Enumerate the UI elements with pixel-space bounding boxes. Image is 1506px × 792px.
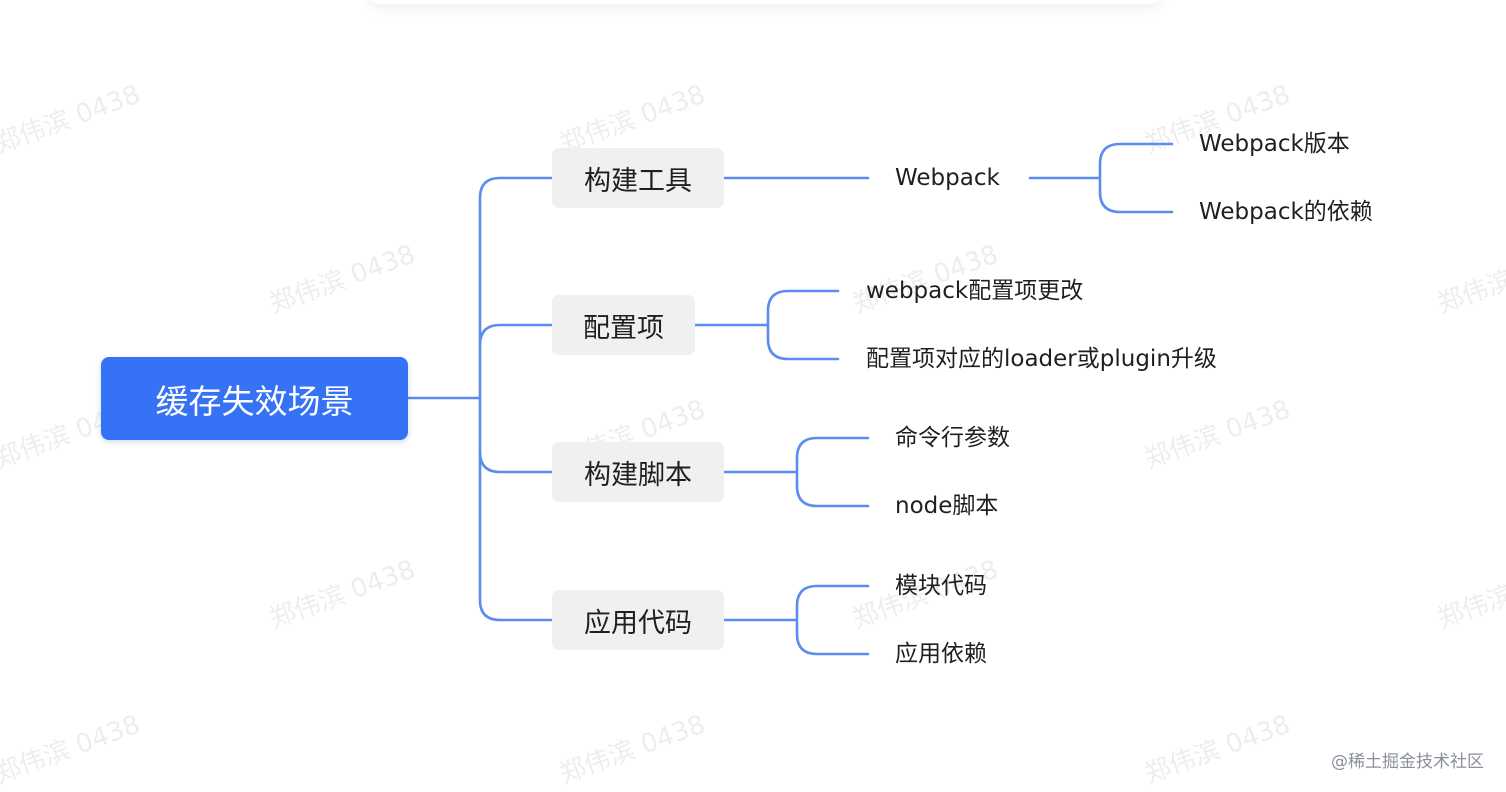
top-toolbar-edge [370, 0, 1160, 4]
branch-node-build-script[interactable]: 构建脚本 [552, 442, 724, 502]
connector-config-children [693, 289, 840, 361]
leaf-node-webpack-version[interactable]: Webpack版本 [1199, 131, 1350, 157]
leaf-node-app-deps[interactable]: 应用依赖 [895, 641, 987, 667]
connector-webpack-children [1028, 142, 1174, 214]
leaf-node-webpack[interactable]: Webpack [895, 165, 1000, 191]
branch-node-app-code[interactable]: 应用代码 [552, 590, 724, 650]
leaf-node-node-script[interactable]: node脚本 [895, 493, 999, 519]
leaf-node-webpack-config-change[interactable]: webpack配置项更改 [866, 278, 1084, 304]
source-credit: @稀土掘金技术社区 [1331, 752, 1484, 772]
leaf-node-module-code[interactable]: 模块代码 [895, 573, 987, 599]
leaf-node-cli-args[interactable]: 命令行参数 [895, 425, 1010, 451]
branch-node-build-tool[interactable]: 构建工具 [552, 148, 724, 208]
branch-node-config[interactable]: 配置项 [552, 295, 695, 355]
connector-branch-2 [478, 323, 554, 347]
root-node[interactable]: 缓存失效场景 [101, 357, 408, 440]
leaf-node-loader-plugin-upgrade[interactable]: 配置项对应的loader或plugin升级 [866, 346, 1217, 372]
leaf-node-webpack-deps[interactable]: Webpack的依赖 [1199, 199, 1373, 225]
connector-trunk [478, 176, 554, 622]
connector-branch-3 [478, 450, 554, 474]
connector-script-children [722, 436, 870, 508]
connector-code-children [722, 584, 870, 656]
